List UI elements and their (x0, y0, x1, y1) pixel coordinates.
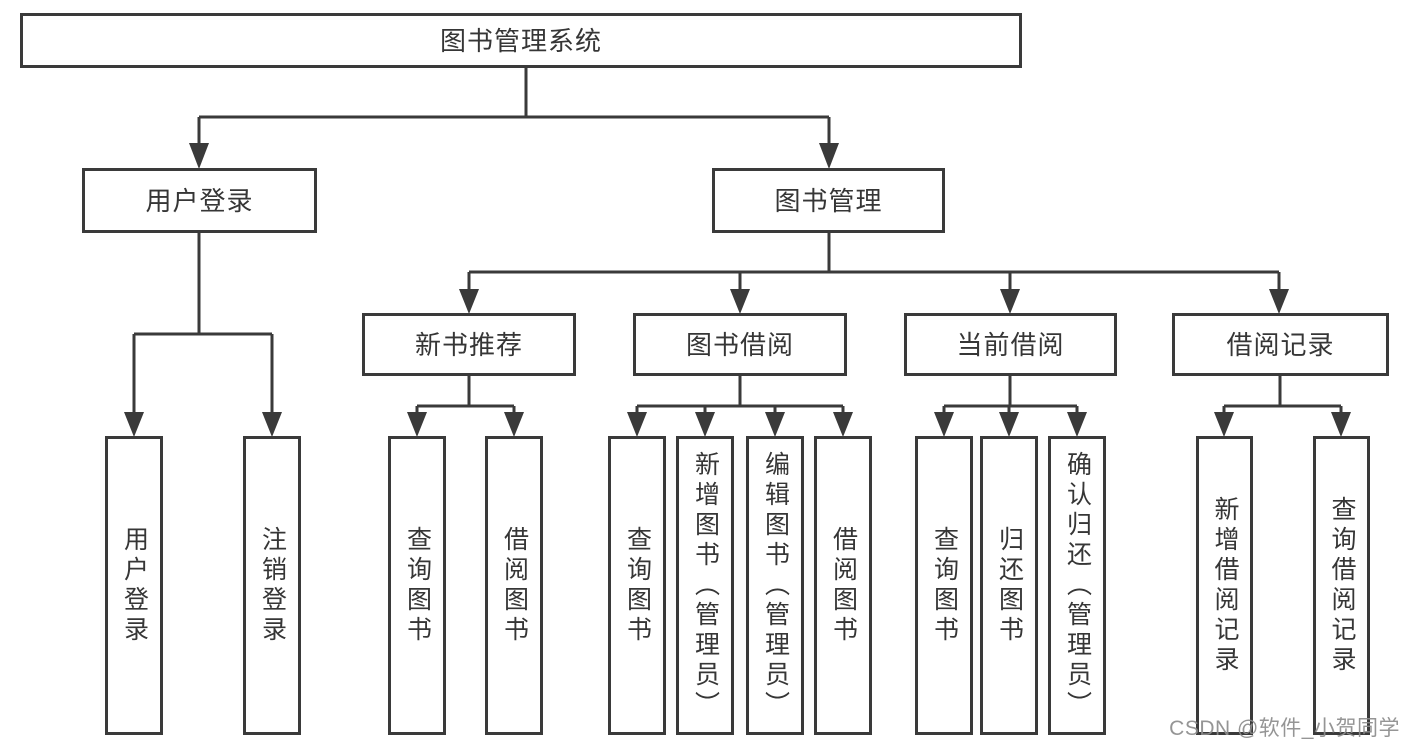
node-leaf-borrow-books: 借阅图书 (814, 436, 872, 735)
node-leaf-query-books-borrow: 查询图书 (608, 436, 666, 735)
node-label: 新增借阅记录 (1211, 495, 1239, 676)
node-label: 新书推荐 (414, 329, 523, 360)
node-leaf-confirm-return-admin: 确认归还（管理员） (1048, 436, 1106, 735)
node-label: 用户登录 (145, 185, 254, 216)
node-label: 注销登录 (258, 525, 287, 646)
node-label: 查询图书 (930, 525, 959, 646)
node-leaf-borrow-books-recommend: 借阅图书 (485, 436, 543, 735)
node-root: 图书管理系统 (20, 13, 1022, 68)
arrowheads (124, 143, 1351, 437)
node-label: 新增图书（管理员） (691, 450, 720, 721)
node-new-book-recommend: 新书推荐 (362, 313, 576, 376)
node-book-management: 图书管理 (712, 168, 945, 233)
node-label: 编辑图书（管理员） (761, 450, 790, 721)
node-leaf-add-borrow-record: 新增借阅记录 (1196, 436, 1253, 735)
node-leaf-return-books: 归还图书 (980, 436, 1038, 735)
node-leaf-edit-books-admin: 编辑图书（管理员） (746, 436, 804, 735)
node-leaf-add-books-admin: 新增图书（管理员） (676, 436, 734, 735)
node-label: 当前借阅 (956, 329, 1065, 360)
node-label: 查询图书 (403, 525, 432, 646)
node-label: 用户登录 (120, 525, 149, 646)
node-label: 图书借阅 (685, 329, 794, 360)
node-book-borrow: 图书借阅 (633, 313, 847, 376)
node-label: 图书管理系统 (439, 25, 602, 56)
node-leaf-query-books-current: 查询图书 (915, 436, 973, 735)
node-current-borrow: 当前借阅 (904, 313, 1117, 376)
node-label: 查询借阅记录 (1328, 495, 1356, 676)
node-label: 确认归还（管理员） (1063, 450, 1092, 721)
node-leaf-query-borrow-record: 查询借阅记录 (1313, 436, 1370, 735)
node-leaf-user-login: 用户登录 (105, 436, 163, 735)
node-user-login: 用户登录 (82, 168, 317, 233)
node-leaf-query-books-recommend: 查询图书 (388, 436, 446, 735)
node-label: 借阅图书 (829, 525, 858, 646)
node-label: 归还图书 (995, 525, 1024, 646)
node-label: 借阅图书 (500, 525, 529, 646)
node-borrow-records: 借阅记录 (1172, 313, 1389, 376)
node-leaf-logout: 注销登录 (243, 436, 301, 735)
csdn-watermark: CSDN @软件_小贺同学 (1169, 717, 1400, 740)
node-label: 查询图书 (623, 525, 652, 646)
node-label: 图书管理 (774, 185, 883, 216)
node-label: 借阅记录 (1226, 329, 1335, 360)
